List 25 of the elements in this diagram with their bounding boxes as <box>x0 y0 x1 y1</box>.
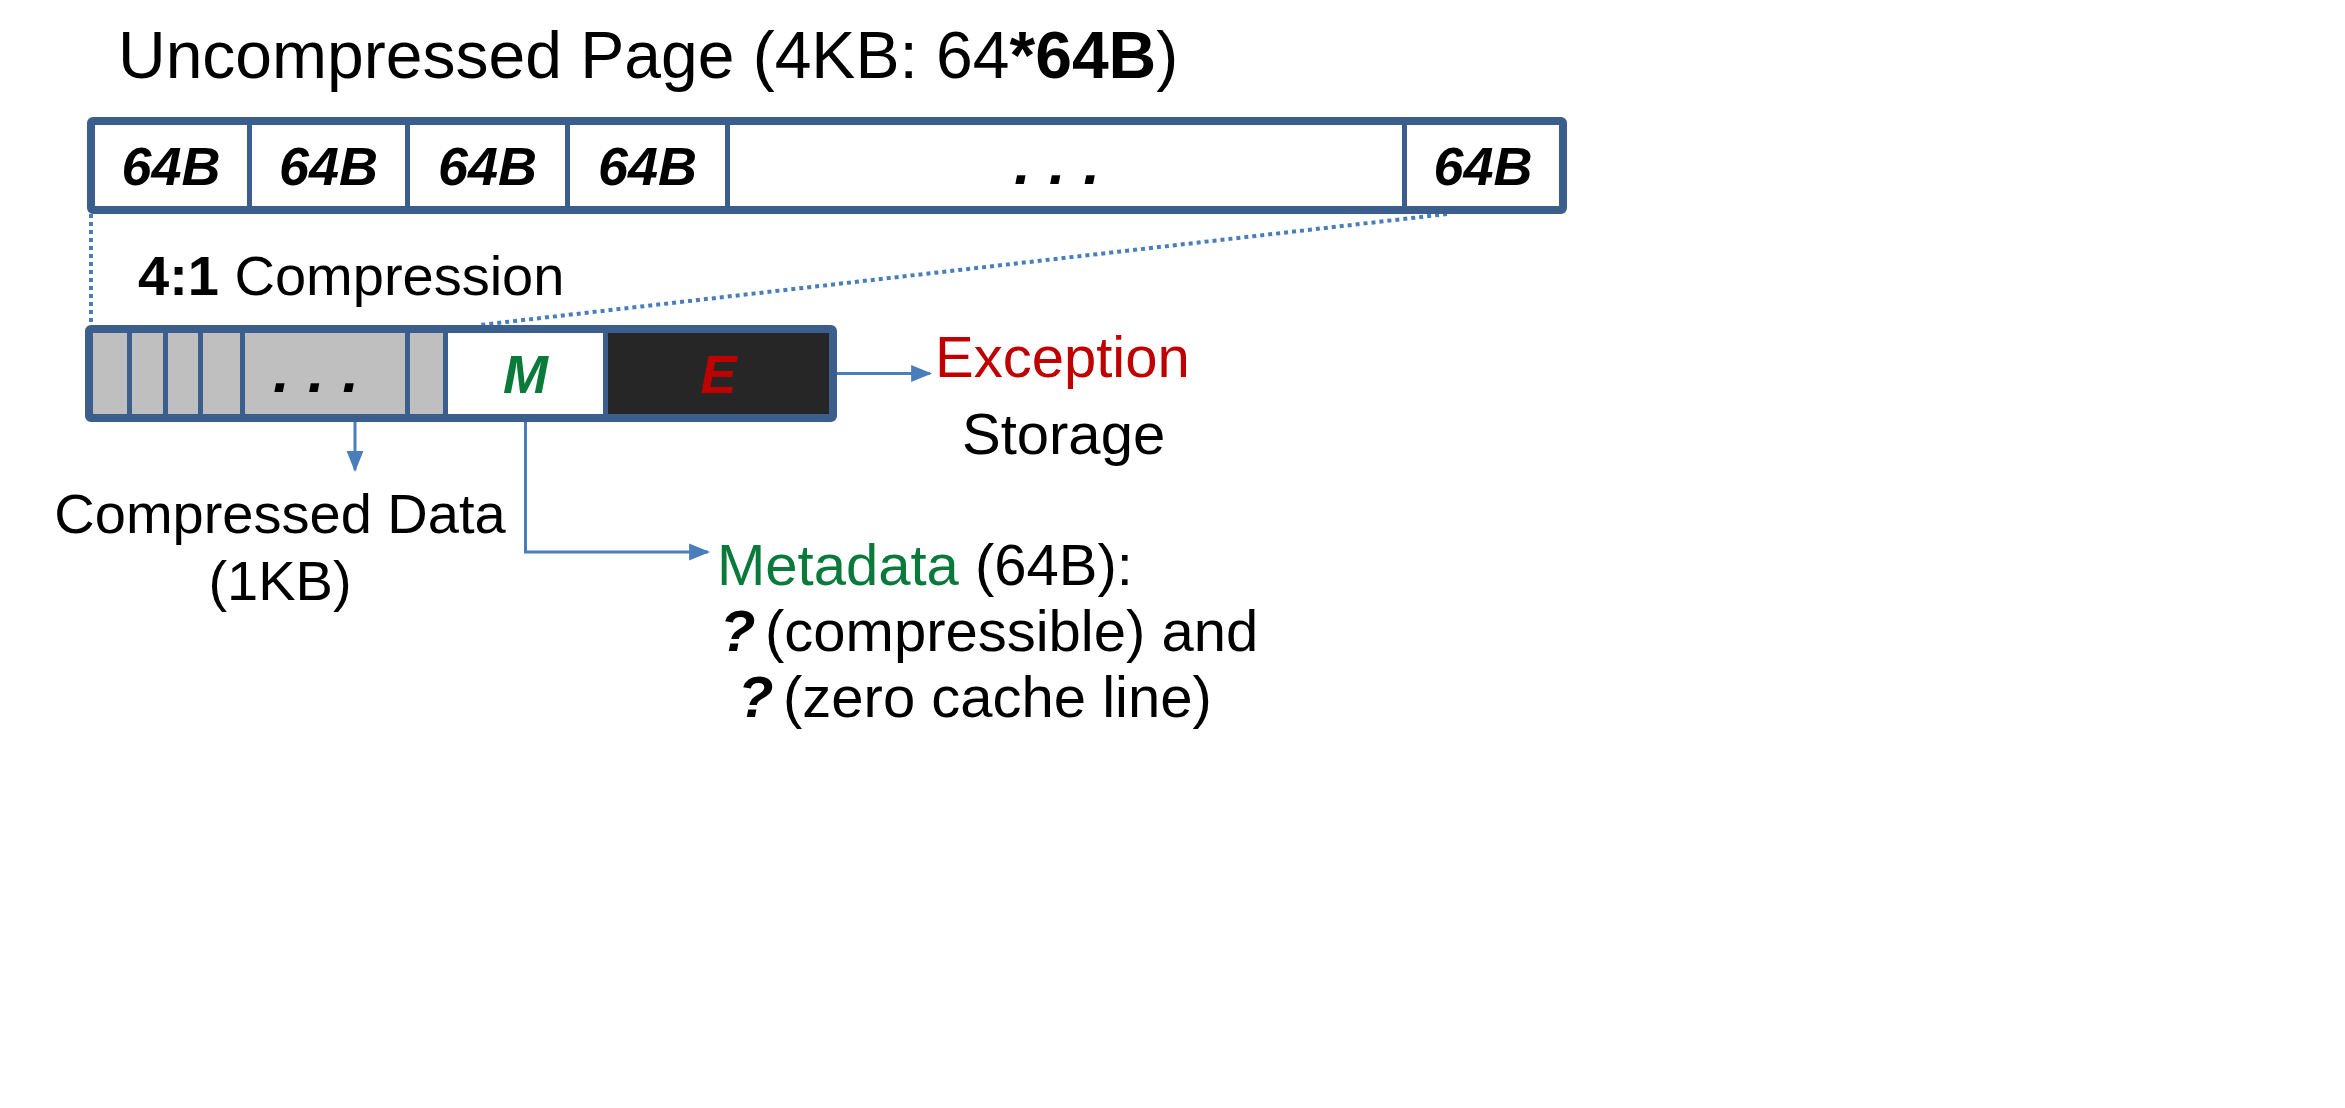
metadata-segment: M <box>448 333 603 414</box>
segment: 64B <box>410 125 565 206</box>
label-text: ? <box>720 602 756 660</box>
exception-segment: E <box>608 333 829 414</box>
label-text: Metadata <box>717 536 959 594</box>
segment: ... <box>245 333 405 414</box>
arrow <box>346 422 364 473</box>
page-bar <box>87 117 1567 214</box>
dotted-zoom-line <box>89 214 93 325</box>
arrow <box>524 422 711 561</box>
label-text: Compressed Data (1KB) <box>53 481 507 615</box>
data-segment <box>410 333 443 414</box>
data-segment <box>168 333 198 414</box>
dotted-zoom-line <box>479 212 1448 327</box>
segment: 64B <box>252 125 405 206</box>
data-segment <box>132 333 163 414</box>
segment: ... <box>730 125 1402 206</box>
segment: 64B <box>570 125 725 206</box>
label-text: ? <box>738 668 774 726</box>
data-segment <box>203 333 240 414</box>
arrow <box>837 365 933 382</box>
segment: 64B <box>1407 125 1559 206</box>
data-segment <box>93 333 127 414</box>
segment: 64B <box>95 125 247 206</box>
compressed-page-bar <box>85 325 837 422</box>
